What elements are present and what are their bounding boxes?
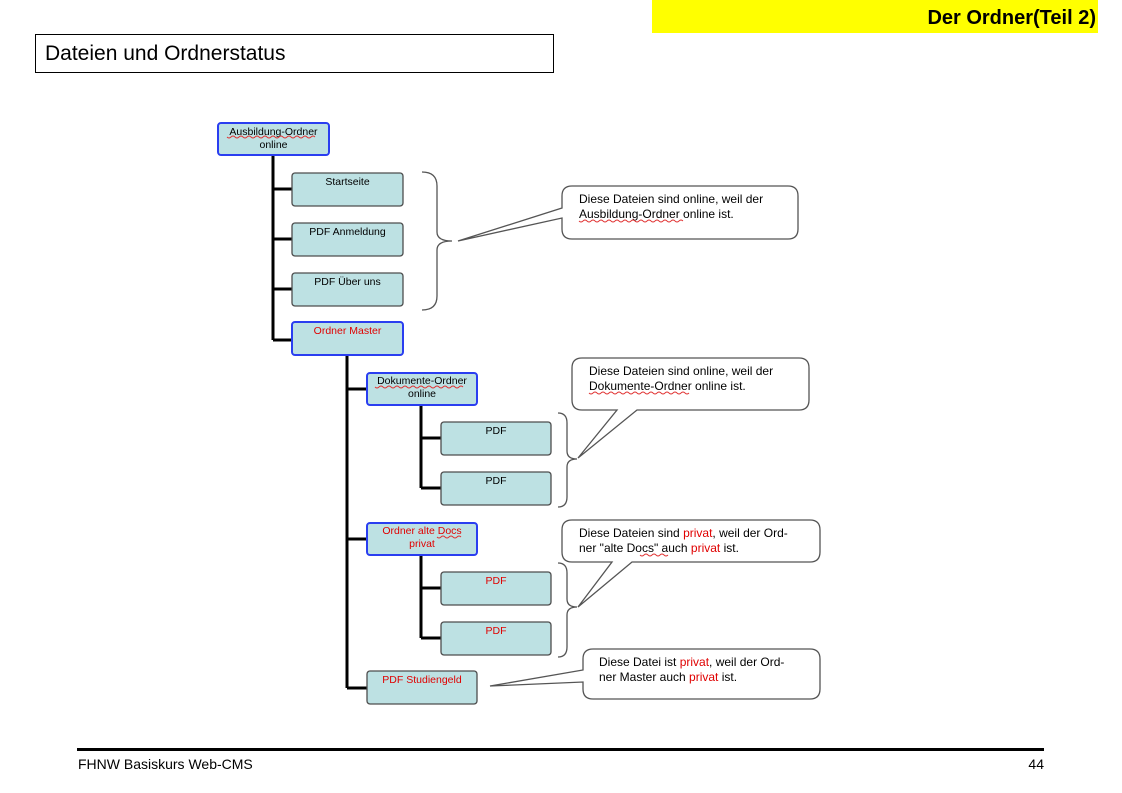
node-label-line2: privat (409, 538, 435, 550)
callout-line2: ner "alte Docs" auch privat ist. (579, 541, 739, 555)
callout-line2: Dokumente-Ordner online ist. (589, 379, 746, 393)
node-ausbildung-ordner: Ausbildung-Ordner online (217, 122, 330, 156)
footer-course-name: FHNW Basiskurs Web-CMS (78, 756, 253, 772)
node-label: PDF Anmeldung (309, 226, 386, 238)
callout-4: Diese Datei ist privat, weil der Ord- ne… (489, 648, 821, 700)
node-label: PDF Studiengeld (382, 674, 462, 686)
node-pdf-studiengeld: PDF Studiengeld (366, 670, 478, 705)
brace-group-2 (557, 412, 578, 508)
spellcheck-underline (374, 385, 464, 389)
node-pdf-ueber-uns: PDF Über uns (291, 272, 404, 307)
node-label-line1: Ordner alte Docs (382, 525, 461, 537)
node-label-line2: online (259, 139, 287, 151)
node-pdf-anmeldung: PDF Anmeldung (291, 222, 404, 257)
node-label: Startseite (325, 176, 370, 188)
node-alte-pdf-2: PDF (440, 621, 552, 656)
node-label-line1: Ausbildung-Ordner (229, 126, 318, 138)
spellcheck-underline (226, 135, 316, 139)
node-label-line1: Dokumente-Ordner (377, 375, 467, 387)
node-startseite: Startseite (291, 172, 404, 207)
node-dok-pdf-2: PDF (440, 471, 552, 506)
callout-line1: Diese Dateien sind privat, weil der Ord- (579, 526, 788, 540)
node-ordner-master: Ordner Master (291, 321, 404, 356)
node-dokumente-ordner: Dokumente-Ordner online (366, 372, 478, 406)
node-label: PDF (486, 425, 507, 437)
slide-subtitle: Dateien und Ordnerstatus (35, 34, 554, 73)
node-label: PDF (486, 575, 507, 587)
callout-line2: Ausbildung-Ordner online ist. (579, 207, 734, 221)
tree-connectors (271, 155, 441, 690)
node-label-line2: online (408, 388, 436, 400)
spellcheck-underline (639, 553, 669, 557)
callout-line2: ner Master auch privat ist. (599, 670, 737, 684)
spellcheck-underline (436, 535, 462, 539)
node-ordner-alte-docs: Ordner alte Docs privat (366, 522, 478, 556)
callout-3: Diese Dateien sind privat, weil der Ord-… (561, 519, 821, 608)
node-alte-pdf-1: PDF (440, 571, 552, 606)
footer-rule (77, 748, 1044, 751)
page-number: 44 (1028, 756, 1044, 772)
brace-group-3 (557, 562, 578, 658)
node-label: Ordner Master (314, 325, 382, 337)
slide-title: Der Ordner(Teil 2) (652, 0, 1098, 33)
node-label: PDF (486, 475, 507, 487)
node-label: PDF (486, 625, 507, 637)
callout-2: Diese Dateien sind online, weil der Doku… (571, 357, 810, 459)
callout-line1: Diese Dateien sind online, weil der (579, 192, 763, 206)
callout-line1: Diese Datei ist privat, weil der Ord- (599, 655, 784, 669)
callout-line1: Diese Dateien sind online, weil der (589, 364, 773, 378)
node-label: PDF Über uns (314, 276, 381, 288)
brace-group-1 (421, 171, 453, 311)
node-dok-pdf-1: PDF (440, 421, 552, 456)
spellcheck-underline (578, 219, 684, 223)
callout-1: Diese Dateien sind online, weil der Ausb… (457, 185, 799, 242)
spellcheck-underline (588, 391, 690, 395)
